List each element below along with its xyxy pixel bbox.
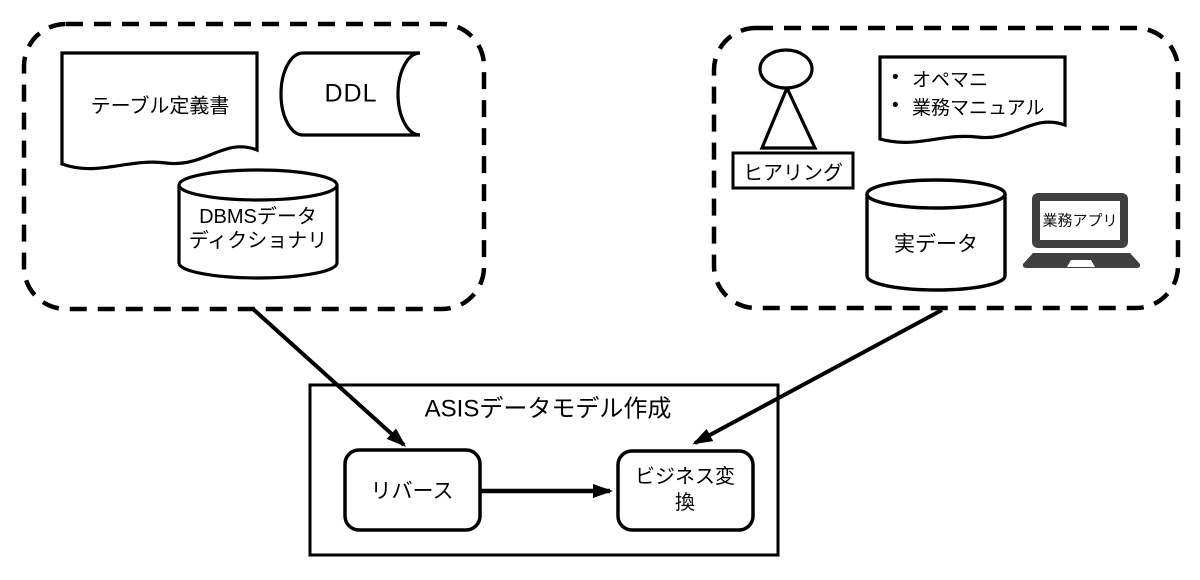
bullet-icon: • — [892, 67, 899, 88]
laptop-base-notch — [1067, 260, 1095, 267]
document-shape-table-definition — [60, 51, 259, 171]
document-shape-manuals — [878, 55, 1067, 144]
laptop-icon — [1022, 193, 1141, 268]
stored-data-shape-ddl — [279, 51, 421, 137]
reverse-step-label: リバース — [370, 480, 454, 503]
arrow-right-sources-to-conversion — [692, 308, 943, 445]
business-app-label: 業務アプリ — [1042, 212, 1118, 230]
reverse-step-box — [343, 448, 482, 532]
dbms-dictionary-label: DBMSデータ ディクショナリ — [188, 206, 328, 252]
manuals-list: • オペマニ • 業務マニュアル — [892, 64, 1044, 120]
database-cylinder-dbms-icon — [177, 168, 339, 280]
business-conversion-step-label: ビジネス変換 — [635, 466, 735, 514]
process-box-title: ASISデータモデル作成 — [424, 395, 672, 423]
manuals-list-item: • オペマニ — [892, 64, 1044, 92]
table-definition-label: テーブル定義書 — [90, 95, 230, 118]
arrow-left-sources-to-reverse — [251, 307, 407, 448]
manuals-item-label: オペマニ — [912, 69, 989, 91]
bullet-icon: • — [892, 95, 899, 116]
hearing-label: ヒアリング — [743, 162, 843, 185]
hearing-label-box — [731, 151, 855, 190]
real-data-label: 実データ — [894, 233, 978, 256]
laptop-screen — [1040, 201, 1120, 240]
ddl-label: DDL — [324, 79, 378, 108]
manuals-item-label: 業務マニュアル — [912, 97, 1045, 119]
person-icon — [758, 48, 818, 150]
right-source-group-border — [711, 25, 1181, 311]
manuals-list-item: • 業務マニュアル — [892, 92, 1044, 120]
database-cylinder-real-data-icon — [865, 178, 1007, 292]
business-conversion-step-box — [616, 449, 755, 532]
